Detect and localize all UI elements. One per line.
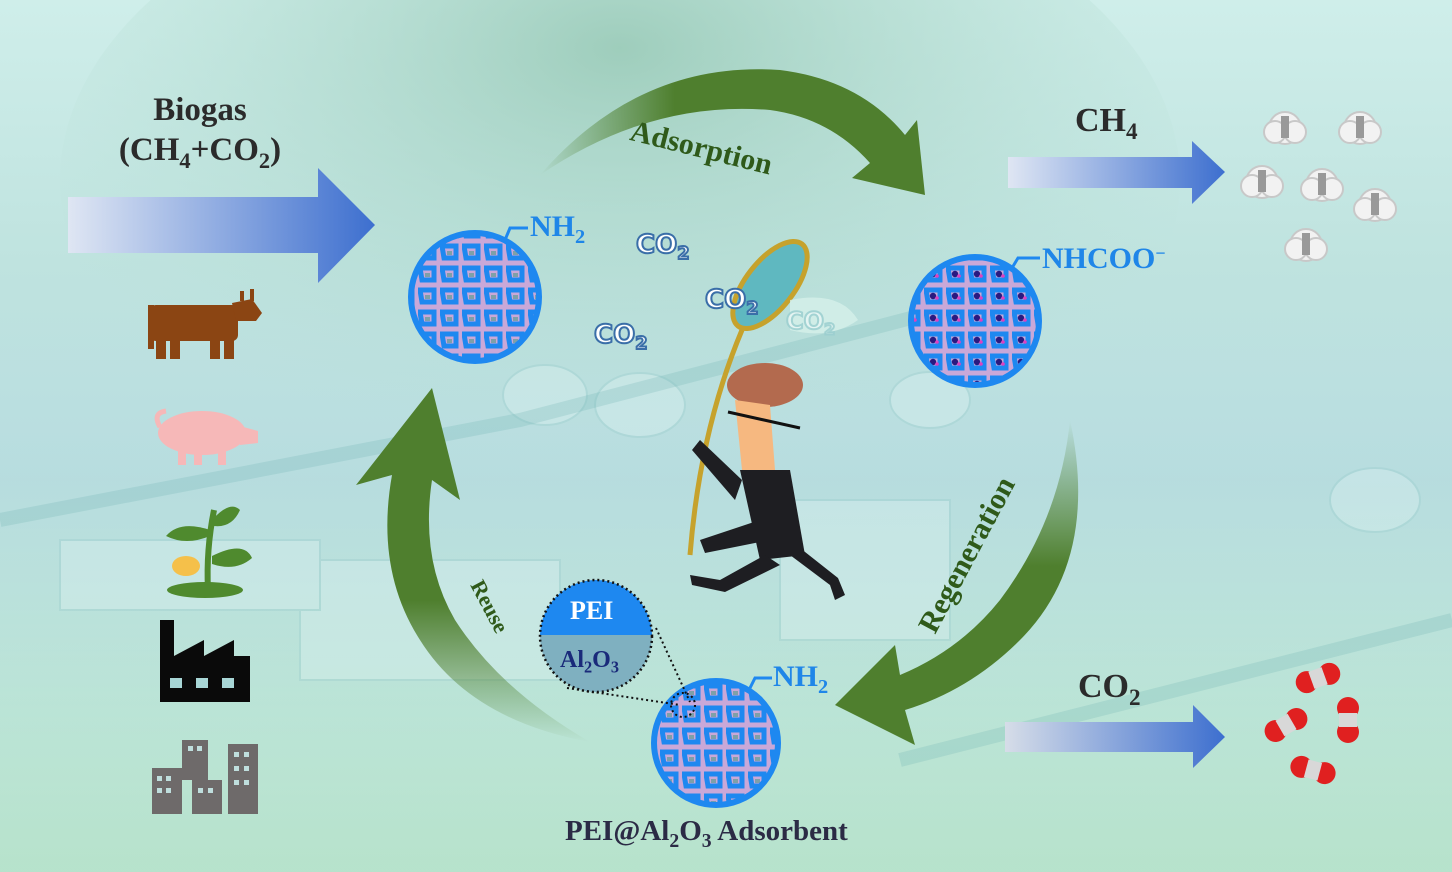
ch4-output-arrow: [1008, 141, 1225, 204]
ch4-molecules: [1240, 111, 1397, 262]
cow-icon: [148, 289, 262, 359]
inset-pei-label: PEI: [570, 596, 614, 625]
co2-bubble: CO2: [704, 284, 760, 320]
biogas-sources: [148, 289, 262, 814]
co2-bubble-faded: CO2: [785, 306, 836, 339]
regeneration-arrow: [835, 420, 1079, 745]
ch4-output-label: CH4: [1075, 102, 1138, 146]
fresh-amine-label: NH2: [530, 210, 586, 249]
buildings-icon: [152, 740, 258, 814]
biogas-label: Biogas (CH4+CO2): [80, 90, 320, 173]
pig-icon: [154, 408, 258, 465]
loaded-adsorbent-particle: [908, 254, 1042, 388]
scientist-character-icon: [690, 363, 845, 600]
co2-bubble: CO2: [593, 319, 649, 355]
butterfly-net-icon: [687, 238, 858, 556]
co2-bubble: CO2: [635, 229, 691, 265]
plant-icon: [166, 506, 252, 598]
biogas-title: Biogas: [153, 92, 247, 128]
regenerated-amine-label: NH2: [773, 660, 829, 699]
adsorption-arrow: [540, 69, 925, 195]
co2-output-arrow: [1005, 705, 1225, 768]
co2-molecules: [1264, 662, 1359, 785]
factory-icon: [160, 620, 250, 702]
reuse-arrow: [356, 388, 590, 742]
regenerated-adsorbent-particle: [651, 676, 781, 808]
co2-output-label: CO2: [1078, 668, 1141, 712]
biogas-composition: (CH4+CO2): [118, 132, 282, 173]
biogas-input-arrow: [68, 168, 375, 283]
fresh-adsorbent-particle: [408, 226, 542, 364]
carbamate-label: NHCOO−: [1042, 242, 1166, 275]
adsorbent-caption: PEI@Al2O3 Adsorbent: [565, 815, 848, 852]
inset-al2o3-label: Al2O3: [560, 647, 619, 677]
